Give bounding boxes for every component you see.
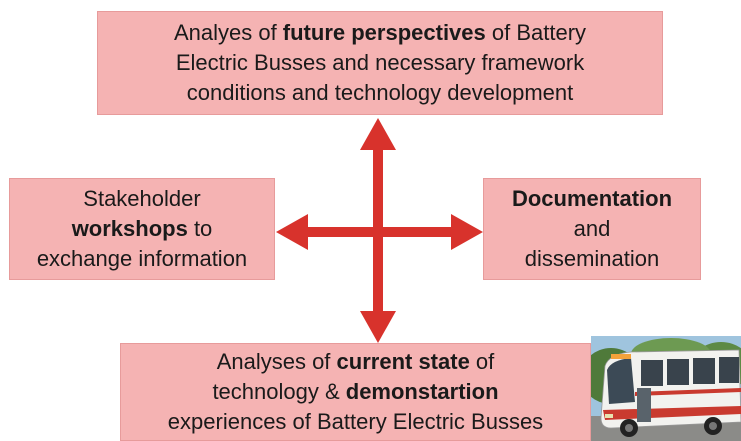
bottom-box-bold-2: demonstartion xyxy=(345,379,499,404)
bottom-box-text-2: of xyxy=(469,349,495,374)
arrow-right-head xyxy=(451,214,483,250)
bottom-box-text-3: technology & xyxy=(212,379,346,404)
current-state-box: Analyses of current state of technology … xyxy=(120,343,591,441)
arrow-left-head xyxy=(276,214,308,250)
left-box-bold: workshops xyxy=(71,216,188,241)
top-box-text-1: Analyes of xyxy=(173,20,283,45)
left-box-line-1: Stakeholder xyxy=(83,186,201,211)
right-box-line-2: and xyxy=(573,216,611,241)
horizontal-arrow-shaft xyxy=(298,227,462,237)
battery-electric-bus-photo xyxy=(591,336,741,441)
documentation-box: Documentation and dissemination xyxy=(483,178,701,280)
right-box-bold: Documentation xyxy=(511,186,673,211)
top-box-line-3: conditions and technology development xyxy=(186,80,574,105)
top-box-bold: future perspectives xyxy=(282,20,486,45)
left-box-line-3: exchange information xyxy=(36,246,248,271)
future-perspectives-box: Analyes of future perspectives of Batter… xyxy=(97,11,663,115)
arrow-down-head xyxy=(360,311,396,343)
arrow-up-head xyxy=(360,118,396,150)
bottom-box-line-3: experiences of Battery Electric Busses xyxy=(167,409,544,434)
vertical-arrow-shaft xyxy=(373,140,383,315)
bottom-box-bold-1: current state xyxy=(336,349,470,374)
bottom-box-text-1: Analyses of xyxy=(216,349,337,374)
stakeholder-workshops-box: Stakeholder workshops to exchange inform… xyxy=(9,178,275,280)
right-box-line-3: dissemination xyxy=(524,246,660,271)
left-box-text-2: to xyxy=(187,216,213,241)
top-box-text-2: of Battery xyxy=(485,20,587,45)
top-box-line-2: Electric Busses and necessary framework xyxy=(175,50,585,75)
